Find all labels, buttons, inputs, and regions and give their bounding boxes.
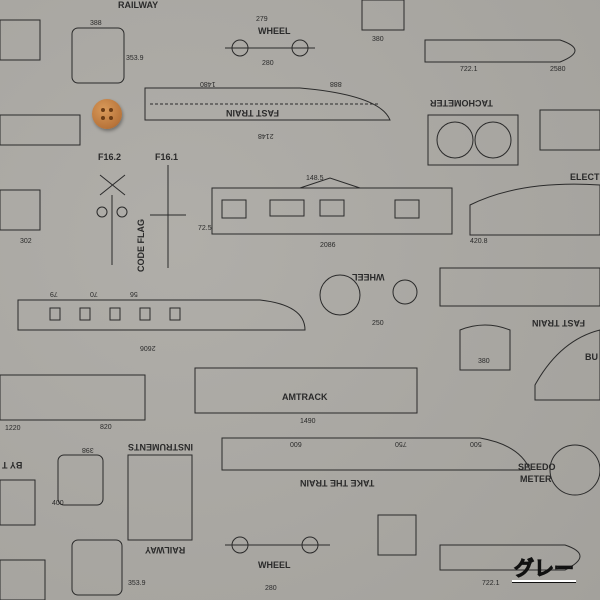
dimension-label: 1490 — [300, 418, 316, 425]
dimension-label: 398 — [82, 446, 94, 453]
dimension-label: 2580 — [550, 66, 566, 73]
color-label: グレー — [512, 558, 576, 582]
bullet-train-drawing — [439, 544, 581, 571]
signal-drawing — [150, 165, 186, 268]
bullet-train-drawing — [534, 329, 600, 401]
label-railway-top: RAILWAY — [118, 0, 159, 10]
label-elect: ELECT — [570, 172, 600, 182]
dimension-label: 279 — [256, 16, 268, 23]
label-wheel-top: WHEEL — [258, 26, 291, 36]
train-front-drawing — [0, 19, 41, 61]
instruments-drawing — [127, 454, 193, 541]
train-side-drawing — [0, 114, 81, 146]
label-by-t: BY T — [2, 460, 23, 470]
dimension-label: 70 — [90, 290, 98, 297]
long-train-drawing — [17, 299, 306, 331]
dimension-label: 750 — [395, 440, 407, 447]
dimension-label: 600 — [290, 440, 302, 447]
train-windows — [49, 307, 181, 321]
train-side-drawing — [0, 374, 146, 421]
label-speedo: SPEEDO — [518, 462, 556, 472]
dimension-label: 353.9 — [126, 55, 144, 62]
dimension-label: 79 — [50, 290, 58, 297]
dimension-label: 72.5 — [198, 225, 212, 232]
label-tachometer: TACHOMETER — [430, 98, 493, 108]
label-meter: METER — [520, 474, 552, 484]
label-fast-train-1: FAST TRAIN — [226, 108, 279, 118]
dimension-label: 250 — [372, 320, 384, 327]
dimension-label: 302 — [20, 238, 32, 245]
wooden-button — [92, 99, 122, 129]
dimension-label: 2606 — [140, 344, 156, 351]
dimension-label: 400 — [52, 500, 64, 507]
dimension-label: 820 — [100, 424, 112, 431]
train-front-drawing — [57, 454, 104, 506]
dimension-label: 56 — [130, 290, 138, 297]
dimension-label: 1480 — [200, 80, 216, 87]
electric-train-drawing — [211, 187, 453, 235]
label-railway-bottom: RAILWAY — [145, 545, 186, 555]
fast-train-drawing — [144, 87, 391, 121]
dimension-label: 722.1 — [460, 66, 478, 73]
label-f16-2: F16.2 — [98, 152, 122, 162]
dimension-label: 420.8 — [470, 238, 488, 245]
dimension-label: 2086 — [320, 242, 336, 249]
dimension-label: 280 — [262, 60, 274, 67]
fast-train-drawing — [439, 267, 600, 307]
train-front-drawing — [377, 514, 417, 556]
take-the-train-drawing — [221, 437, 531, 471]
train-front-drawing — [361, 0, 405, 31]
train-front-drawing — [71, 27, 125, 84]
dimension-label: 500 — [470, 440, 482, 447]
dimension-label: 2148 — [258, 132, 274, 139]
label-bu: BU — [585, 352, 598, 362]
dimension-label: 888 — [330, 80, 342, 87]
dimension-label: 280 — [265, 585, 277, 592]
train-front-drawing — [459, 324, 511, 371]
dimension-label: 380 — [372, 36, 384, 43]
dimension-label: 388 — [90, 20, 102, 27]
label-take-the-train: TAKE THE TRAIN — [300, 478, 375, 488]
train-windows — [221, 199, 420, 219]
dimension-label: 1220 — [5, 425, 21, 432]
dimension-label: 380 — [478, 358, 490, 365]
speedometer-drawing — [549, 444, 600, 496]
tachometer-drawing — [427, 114, 519, 166]
dimension-label: 722.1 — [482, 580, 500, 587]
bullet-train-drawing — [469, 183, 600, 236]
bullet-train-drawing — [424, 39, 576, 63]
label-wheel-bottom: WHEEL — [258, 560, 291, 570]
label-code-flag: CODE FLAG — [136, 219, 146, 272]
dimension-label: 148.5 — [306, 175, 324, 182]
label-instruments: INSTRUMENTS — [128, 442, 193, 452]
amtrack-train-drawing — [194, 367, 418, 414]
label-f16-1: F16.1 — [155, 152, 179, 162]
wheel-drawing — [319, 274, 361, 316]
crossing-sign-drawing — [99, 174, 126, 265]
label-amtrack: AMTRACK — [282, 392, 328, 402]
label-wheel-mid: WHEEL — [352, 272, 385, 282]
label-fast-train-2: FAST TRAIN — [532, 318, 585, 328]
dimension-label: 353.9 — [128, 580, 146, 587]
